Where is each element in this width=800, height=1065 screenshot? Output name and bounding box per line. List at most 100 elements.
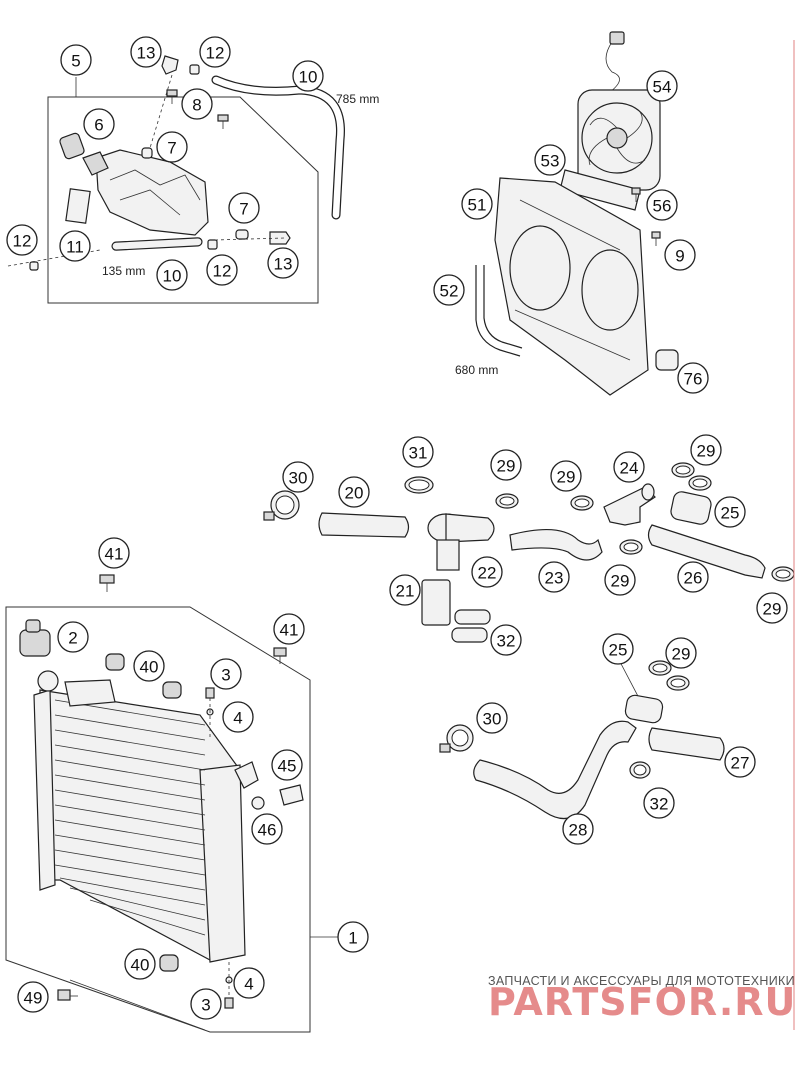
hose-clamp-29h[interactable] bbox=[666, 675, 690, 691]
hose-clamp-30b[interactable] bbox=[439, 724, 474, 753]
callout-45[interactable]: 45 bbox=[271, 749, 303, 781]
radiator-grommet-b[interactable] bbox=[162, 681, 182, 699]
callout-30[interactable]: 30 bbox=[476, 702, 508, 734]
callout-51[interactable]: 51 bbox=[461, 188, 493, 220]
coolant-hose-28[interactable] bbox=[473, 720, 637, 820]
thermostat-21[interactable] bbox=[421, 579, 451, 626]
callout-4[interactable]: 4 bbox=[222, 701, 254, 733]
callout-13[interactable]: 13 bbox=[130, 36, 162, 68]
radiator-bolt-3b[interactable] bbox=[224, 997, 234, 1009]
callout-12[interactable]: 12 bbox=[6, 224, 38, 256]
radiator-grommet-c[interactable] bbox=[159, 954, 179, 972]
callout-76[interactable]: 76 bbox=[677, 362, 709, 394]
hose-clamp-29e[interactable] bbox=[771, 566, 795, 582]
callout-2[interactable]: 2 bbox=[57, 621, 89, 653]
callout-7[interactable]: 7 bbox=[228, 192, 260, 224]
callout-53[interactable]: 53 bbox=[534, 144, 566, 176]
tank-screw-a[interactable] bbox=[166, 89, 178, 104]
callout-13[interactable]: 13 bbox=[267, 247, 299, 279]
callout-25[interactable]: 25 bbox=[602, 633, 634, 665]
callout-29[interactable]: 29 bbox=[756, 592, 788, 624]
tank-cap[interactable] bbox=[59, 132, 85, 160]
callout-21[interactable]: 21 bbox=[389, 574, 421, 606]
callout-23[interactable]: 23 bbox=[538, 561, 570, 593]
callout-32[interactable]: 32 bbox=[490, 624, 522, 656]
radiator-hose-20[interactable] bbox=[318, 512, 410, 538]
callout-29[interactable]: 29 bbox=[665, 637, 697, 669]
fan-connector[interactable] bbox=[609, 31, 625, 45]
callout-10[interactable]: 10 bbox=[292, 60, 324, 92]
shroud-screw[interactable] bbox=[651, 231, 661, 246]
callout-24[interactable]: 24 bbox=[613, 451, 645, 483]
radiator-bolt-3a[interactable] bbox=[205, 687, 215, 699]
callout-27[interactable]: 27 bbox=[724, 746, 756, 778]
radiator-fan[interactable] bbox=[577, 89, 661, 191]
hose-clamp-29f[interactable] bbox=[688, 475, 712, 491]
radiator[interactable] bbox=[33, 670, 259, 963]
callout-29[interactable]: 29 bbox=[550, 460, 582, 492]
hose-clamp-29a[interactable] bbox=[495, 493, 519, 509]
callout-6[interactable]: 6 bbox=[83, 108, 115, 140]
callout-12[interactable]: 12 bbox=[199, 36, 231, 68]
callout-56[interactable]: 56 bbox=[646, 189, 678, 221]
sensor-seal-46[interactable] bbox=[251, 796, 265, 810]
hose-clamp-32c[interactable] bbox=[629, 761, 651, 779]
radiator-grommet-a[interactable] bbox=[105, 653, 125, 671]
callout-25[interactable]: 25 bbox=[714, 496, 746, 528]
callout-29[interactable]: 29 bbox=[490, 449, 522, 481]
hose-clamp-29g[interactable] bbox=[648, 660, 672, 676]
coolant-hose-23[interactable] bbox=[509, 528, 603, 561]
coolant-tee-24[interactable] bbox=[603, 483, 656, 526]
callout-46[interactable]: 46 bbox=[251, 813, 283, 845]
connecting-hose-135[interactable] bbox=[111, 237, 203, 251]
callout-41[interactable]: 41 bbox=[98, 537, 130, 569]
hose-clamp-left[interactable] bbox=[29, 261, 39, 271]
hose-clamp-31[interactable] bbox=[404, 476, 434, 494]
callout-28[interactable]: 28 bbox=[562, 813, 594, 845]
seal-ring-32b[interactable] bbox=[451, 627, 488, 643]
radiator-screw-41b[interactable] bbox=[273, 647, 287, 664]
overflow-hose-785[interactable] bbox=[211, 75, 345, 220]
callout-30[interactable]: 30 bbox=[282, 461, 314, 493]
callout-4[interactable]: 4 bbox=[233, 967, 265, 999]
coolant-hose-26[interactable] bbox=[647, 524, 766, 579]
coolant-hose-25b[interactable] bbox=[624, 694, 664, 724]
radiator-screw-41a[interactable] bbox=[99, 574, 115, 592]
callout-20[interactable]: 20 bbox=[338, 476, 370, 508]
callout-11[interactable]: 11 bbox=[59, 230, 91, 262]
fan-screw[interactable] bbox=[631, 187, 641, 202]
hose-fitting-side[interactable] bbox=[269, 231, 291, 245]
callout-41[interactable]: 41 bbox=[273, 613, 305, 645]
hose-clamp-29b[interactable] bbox=[570, 495, 594, 511]
callout-7[interactable]: 7 bbox=[156, 131, 188, 163]
hose-clamp-29d[interactable] bbox=[619, 539, 643, 555]
tank-grommet-b[interactable] bbox=[235, 229, 249, 240]
callout-52[interactable]: 52 bbox=[433, 274, 465, 306]
fan-shroud[interactable] bbox=[494, 177, 649, 396]
hose-clamp-30a[interactable] bbox=[263, 490, 300, 521]
callout-9[interactable]: 9 bbox=[664, 239, 696, 271]
tank-screw-b[interactable] bbox=[217, 114, 229, 129]
temperature-sensor[interactable] bbox=[279, 784, 304, 806]
callout-26[interactable]: 26 bbox=[677, 561, 709, 593]
coolant-hose-27[interactable] bbox=[648, 727, 725, 761]
hose-clamp-mid[interactable] bbox=[207, 239, 218, 250]
seal-ring-32a[interactable] bbox=[454, 609, 491, 625]
callout-3[interactable]: 3 bbox=[190, 988, 222, 1020]
thermostat-housing[interactable] bbox=[427, 513, 495, 571]
fan-bracket[interactable] bbox=[559, 169, 641, 211]
vent-hose-680[interactable] bbox=[475, 265, 523, 357]
coolant-hose-25a[interactable] bbox=[670, 490, 713, 525]
callout-40[interactable]: 40 bbox=[124, 948, 156, 980]
hose-fitting-top[interactable] bbox=[161, 55, 179, 75]
callout-29[interactable]: 29 bbox=[690, 434, 722, 466]
hose-clamp-top[interactable] bbox=[189, 64, 200, 75]
expansion-tank[interactable] bbox=[95, 149, 209, 236]
callout-12[interactable]: 12 bbox=[206, 254, 238, 286]
radiator-cap[interactable] bbox=[19, 619, 51, 657]
shroud-grommet[interactable] bbox=[655, 349, 679, 371]
callout-1[interactable]: 1 bbox=[337, 921, 369, 953]
callout-29[interactable]: 29 bbox=[604, 564, 636, 596]
callout-31[interactable]: 31 bbox=[402, 436, 434, 468]
hose-clamp-29c[interactable] bbox=[671, 462, 695, 478]
